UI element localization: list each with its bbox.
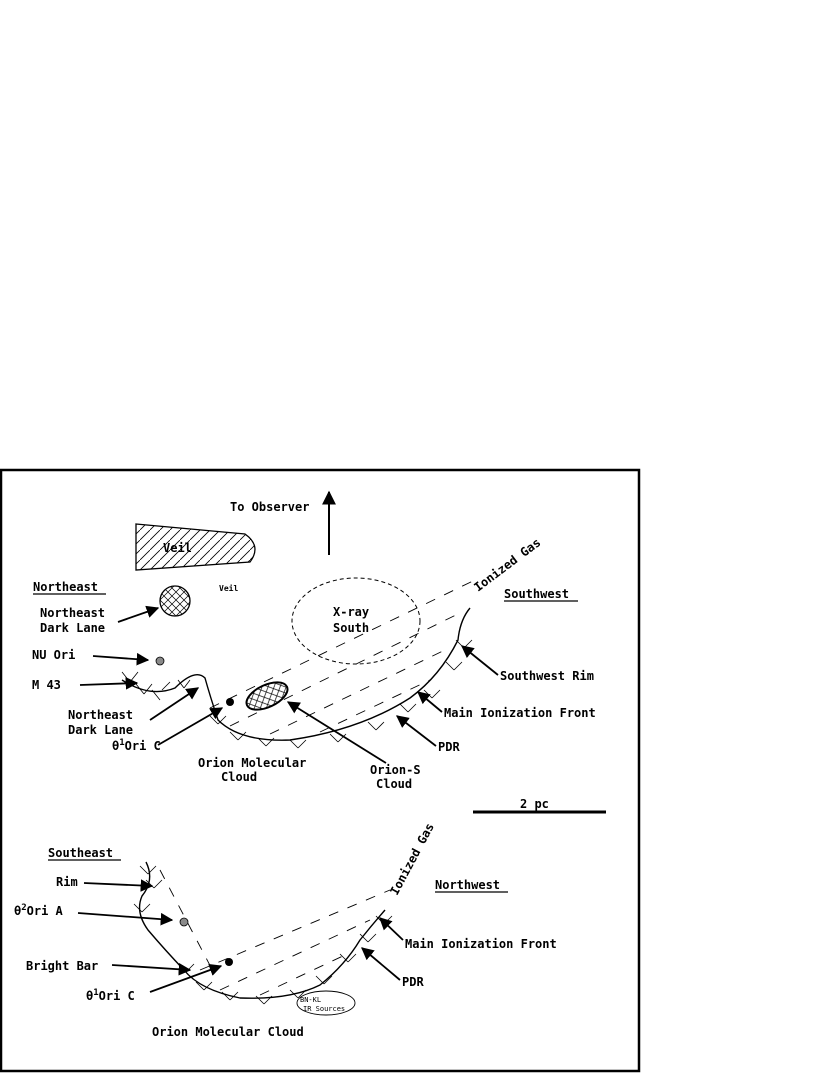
pdr-hatch-upper xyxy=(121,639,473,749)
ionized-gas-dashes-upper xyxy=(209,579,476,735)
m43-arrow xyxy=(79,677,139,690)
theta1-ori-c-arrow-lower xyxy=(149,963,223,993)
xray-south-region xyxy=(291,577,421,665)
ne-dark-lane-top-arrow xyxy=(117,605,160,623)
xray-label-line2: South xyxy=(333,621,369,635)
main-ionization-front-lower xyxy=(138,861,386,999)
scale-bar-label: 2 pc xyxy=(520,797,549,811)
orion-s-arrow xyxy=(286,701,387,764)
ne-dark-lane-bot-l1: Northeast xyxy=(68,708,133,722)
ne-dark-lane-bot-l2: Dark Lane xyxy=(68,723,133,737)
sw-rim-label: Southwest Rim xyxy=(500,669,594,683)
omc-upper-l2: Cloud xyxy=(221,770,257,784)
ne-dark-lane-circle xyxy=(159,585,191,617)
bright-bar-arrow xyxy=(111,962,192,976)
rim-label: Rim xyxy=(56,875,78,889)
ne-dark-lane-top-l2: Dark Lane xyxy=(40,621,105,635)
lower-panel: Southeast Northwest Ionized Gas Rim θ2Or… xyxy=(14,821,557,1039)
main-ionization-front-upper xyxy=(121,607,471,741)
bright-bar-label: Bright Bar xyxy=(26,959,98,973)
veil-band-label: Veil xyxy=(163,541,192,555)
orion-s-l1: Orion-S xyxy=(370,763,421,777)
orion-s-l2: Cloud xyxy=(376,777,412,791)
theta2-ori-a-label: θ2Ori A xyxy=(14,903,64,918)
theta1-ori-c-star xyxy=(226,698,234,706)
nu-ori-label: NU Ori xyxy=(32,648,75,662)
rim-arrow xyxy=(83,879,154,892)
omc-upper-l1: Orion Molecular xyxy=(198,756,306,770)
veil-band xyxy=(135,523,256,571)
main-if-label-upper: Main Ionization Front xyxy=(444,706,596,720)
upper-panel: To Observer Veil Veil Northeast Southwes… xyxy=(32,490,596,791)
nu-ori-arrow xyxy=(92,652,150,666)
theta1-ori-c-star-lower xyxy=(225,958,233,966)
m43-label: M 43 xyxy=(32,678,61,692)
theta1-ori-c-label: θ1Ori C xyxy=(112,738,161,753)
pdr-arrow-lower xyxy=(361,947,401,981)
bnkl-l2: IR Sources xyxy=(303,1005,345,1013)
veil-small-label: Veil xyxy=(219,583,238,593)
southwest-header: Southwest xyxy=(504,587,569,601)
ne-dark-lane-top-l1: Northeast xyxy=(40,606,105,620)
omc-lower-label: Orion Molecular Cloud xyxy=(152,1025,304,1039)
theta2-ori-a-arrow xyxy=(77,912,174,926)
bn-kl-ir-sources xyxy=(296,990,356,1016)
pdr-label-lower: PDR xyxy=(402,975,424,989)
theta1-ori-c-label-lower: θ1Ori C xyxy=(86,988,135,1003)
pdr-label-upper: PDR xyxy=(438,740,460,754)
theta2-ori-a-star xyxy=(179,917,189,927)
northwest-header: Northwest xyxy=(435,878,500,892)
ionized-gas-label-upper: Ionized Gas xyxy=(471,535,543,594)
ionized-gas-dashes-lower xyxy=(159,869,391,996)
main-if-arrow-lower xyxy=(379,917,404,941)
ionized-gas-label-lower: Ionized Gas xyxy=(387,821,437,898)
ne-dark-lane-bot-arrow xyxy=(149,687,200,721)
orion-s-cloud xyxy=(245,681,289,711)
pdr-arrow-upper xyxy=(396,715,437,747)
southeast-header: Southeast xyxy=(48,846,113,860)
northeast-header: Northeast xyxy=(33,580,98,594)
main-if-label-lower: Main Ionization Front xyxy=(405,937,557,951)
sw-rim-arrow xyxy=(461,645,499,676)
to-observer-label: To Observer xyxy=(230,500,309,514)
xray-label-line1: X-ray xyxy=(333,605,369,619)
main-if-arrow-upper xyxy=(417,691,443,713)
nu-ori-star xyxy=(155,656,165,666)
figure-frame xyxy=(0,468,641,1073)
theta1-ori-c-arrow xyxy=(157,707,224,746)
bnkl-l1: BN-KL xyxy=(300,996,321,1004)
